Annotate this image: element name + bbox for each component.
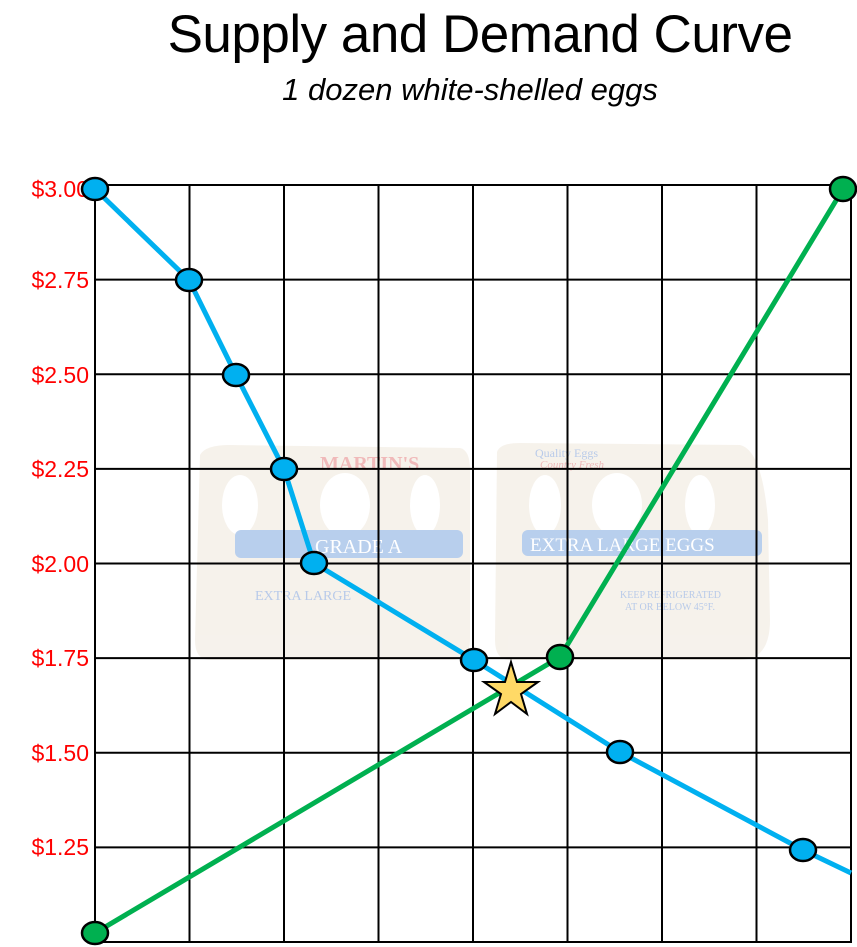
- equilibrium-star-icon: [480, 658, 542, 717]
- svg-text:EXTRA LARGE EGGS: EXTRA LARGE EGGS: [530, 535, 715, 556]
- supply-points: [80, 175, 857, 946]
- svg-text:EXTRA LARGE: EXTRA LARGE: [255, 589, 351, 604]
- egg-carton-background: MARTIN'S GRADE A EXTRA LARGE EGGS Qualit…: [195, 443, 770, 660]
- y-tick-label: $2.75: [31, 267, 89, 293]
- y-tick-label: $2.25: [31, 456, 89, 482]
- chart-title: Supply and Demand Curve: [167, 5, 793, 64]
- grid: [94, 184, 852, 943]
- y-tick-label: $1.75: [31, 645, 89, 671]
- svg-text:KEEP REFRIGERATED: KEEP REFRIGERATED: [620, 590, 721, 601]
- demand-points: [80, 176, 818, 863]
- y-tick-label: $1.25: [31, 834, 89, 860]
- y-tick-label: $1.50: [31, 740, 89, 766]
- y-tick-label: $2.50: [31, 362, 89, 388]
- svg-text:GRADE A: GRADE A: [315, 536, 403, 558]
- y-tick-label: $2.00: [31, 551, 89, 577]
- chart-subtitle: 1 dozen white-shelled eggs: [282, 72, 658, 107]
- y-tick-label: $3.00: [31, 176, 89, 202]
- svg-text:MARTIN'S: MARTIN'S: [320, 453, 419, 475]
- svg-text:AT OR BELOW 45°F.: AT OR BELOW 45°F.: [625, 602, 715, 613]
